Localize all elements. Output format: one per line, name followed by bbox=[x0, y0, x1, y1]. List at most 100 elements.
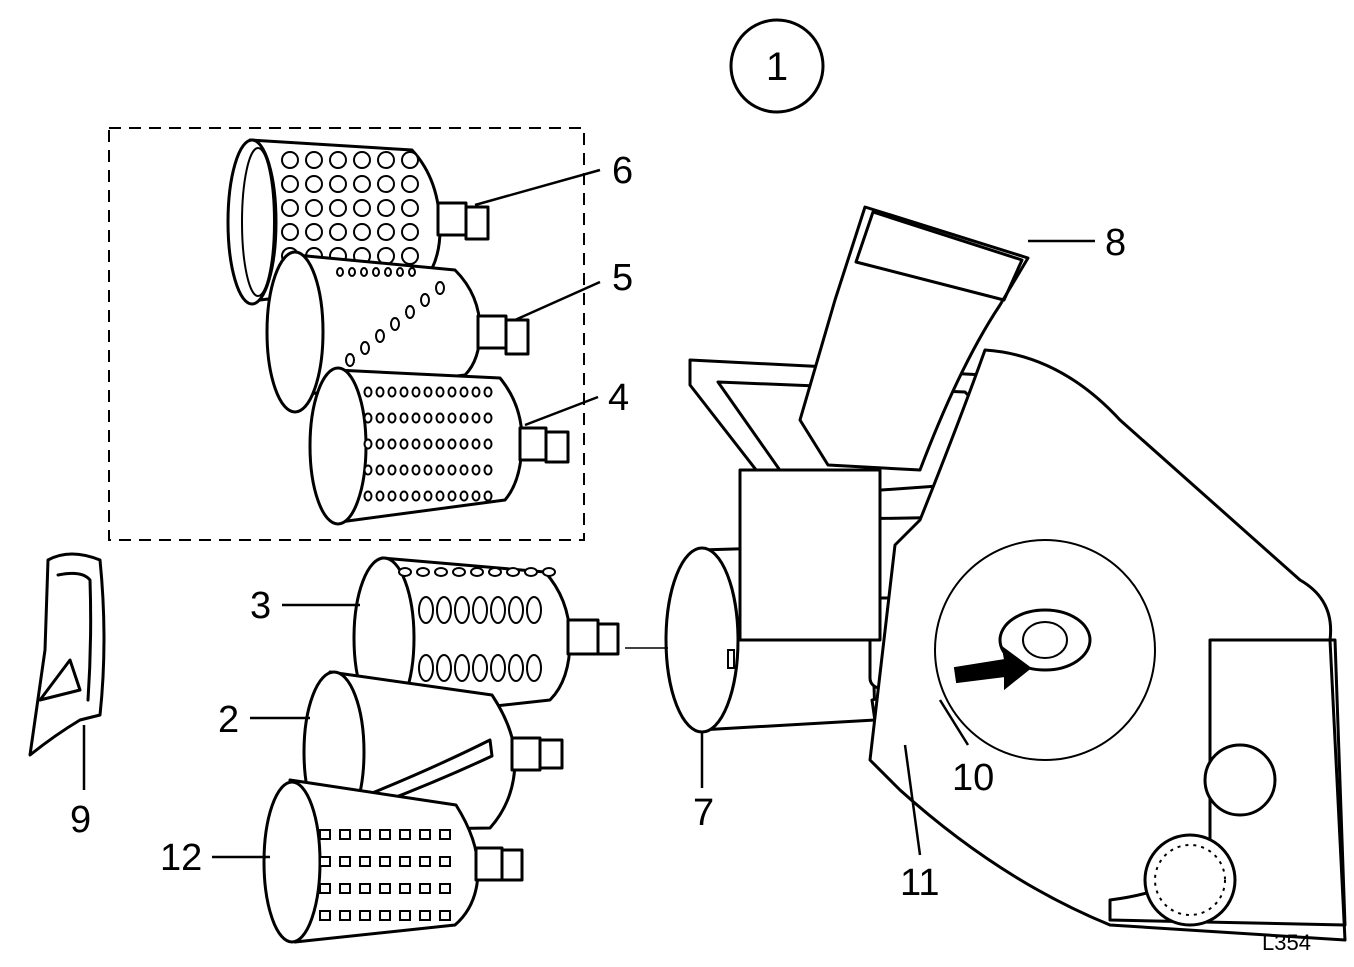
drum-hole bbox=[359, 910, 371, 921]
drum-hole bbox=[439, 829, 451, 840]
callout-11: 11 bbox=[900, 862, 939, 904]
drum-hole bbox=[281, 151, 299, 169]
drum-hole bbox=[471, 438, 481, 450]
drum-hole bbox=[401, 247, 419, 265]
drum-hole bbox=[459, 438, 469, 450]
callout-numbers: 6 5 4 3 2 12 9 7 8 10 11 L354 bbox=[70, 150, 1311, 955]
drum-hole bbox=[359, 856, 371, 867]
drum-hole bbox=[408, 267, 416, 277]
figure-number: 1 bbox=[766, 45, 788, 89]
drum-hole bbox=[329, 199, 347, 217]
drum-hole bbox=[281, 199, 299, 217]
drum-hole bbox=[419, 856, 431, 867]
drum-hole bbox=[472, 596, 488, 624]
drum-hole bbox=[435, 386, 445, 398]
drum-hole bbox=[375, 412, 385, 424]
drum-hole bbox=[411, 412, 421, 424]
drum-hole bbox=[483, 386, 493, 398]
drum-hole bbox=[436, 596, 452, 624]
drum-hole bbox=[452, 567, 466, 577]
drum-hole bbox=[472, 654, 488, 682]
drum-hole bbox=[399, 386, 409, 398]
drum-hole bbox=[377, 223, 395, 241]
drum-6-coarse-holes bbox=[226, 138, 490, 306]
drum-hole bbox=[423, 490, 433, 502]
drum-hole bbox=[435, 281, 445, 295]
mixer-body bbox=[868, 348, 1347, 942]
drum-hole bbox=[419, 910, 431, 921]
drum-hole bbox=[379, 856, 391, 867]
drum-hole bbox=[447, 438, 457, 450]
drum-hole bbox=[423, 438, 433, 450]
drum-hole bbox=[379, 829, 391, 840]
drum-hole bbox=[508, 596, 524, 624]
drum-hole bbox=[305, 223, 323, 241]
callout-10: 10 bbox=[952, 757, 994, 799]
drum-hole bbox=[439, 856, 451, 867]
drum-hole bbox=[508, 654, 524, 682]
drum-hole bbox=[387, 438, 397, 450]
drum-hole bbox=[339, 883, 351, 894]
drum-hole bbox=[411, 490, 421, 502]
drum-hole bbox=[319, 856, 331, 867]
drum-hole bbox=[411, 464, 421, 476]
drum-hole bbox=[526, 654, 542, 682]
drum-hole bbox=[387, 464, 397, 476]
callout-leader-lines bbox=[82, 168, 1095, 859]
drum-hole bbox=[398, 567, 412, 577]
drum-hole bbox=[399, 438, 409, 450]
drum-hole bbox=[360, 341, 370, 355]
drum-hole bbox=[459, 386, 469, 398]
drum-hole bbox=[377, 151, 395, 169]
drum-hole bbox=[329, 175, 347, 193]
drum-hole bbox=[459, 412, 469, 424]
drum-hole bbox=[345, 353, 355, 367]
drum-hole bbox=[483, 412, 493, 424]
drum-hole bbox=[401, 151, 419, 169]
drum-hole bbox=[379, 883, 391, 894]
drum-hole bbox=[490, 654, 506, 682]
drum-hole bbox=[420, 293, 430, 307]
drum-hole bbox=[401, 175, 419, 193]
callout-5: 5 bbox=[612, 257, 633, 299]
drum-hole bbox=[319, 829, 331, 840]
drum-hole bbox=[418, 596, 434, 624]
drum-hole bbox=[353, 151, 371, 169]
drum-hole bbox=[384, 267, 392, 277]
drum-hole bbox=[401, 199, 419, 217]
drum-hole bbox=[526, 596, 542, 624]
drum-hole bbox=[435, 438, 445, 450]
drum-hole bbox=[377, 199, 395, 217]
drum-hole bbox=[353, 199, 371, 217]
drum-hole bbox=[542, 567, 556, 577]
drum-hole bbox=[336, 267, 344, 277]
reference-code: L354 bbox=[1262, 930, 1311, 955]
drum-hole bbox=[399, 490, 409, 502]
figure-number-badge: 1 bbox=[729, 18, 825, 114]
drum-hole bbox=[387, 412, 397, 424]
part-8-food-pusher bbox=[798, 205, 1030, 472]
drum-hole bbox=[471, 490, 481, 502]
drum-hole bbox=[339, 856, 351, 867]
drum-hole bbox=[399, 829, 411, 840]
drum-hole bbox=[399, 412, 409, 424]
drum-hole bbox=[353, 223, 371, 241]
drum-hole bbox=[524, 567, 538, 577]
drum-hole bbox=[363, 464, 373, 476]
drum-hole bbox=[329, 151, 347, 169]
callout-12: 12 bbox=[160, 837, 202, 879]
drum-hole bbox=[377, 175, 395, 193]
drum-hole bbox=[423, 412, 433, 424]
drum-hole bbox=[416, 567, 430, 577]
drum-hole bbox=[399, 464, 409, 476]
drum-hole bbox=[319, 910, 331, 921]
callout-2: 2 bbox=[218, 699, 239, 741]
drum-hole bbox=[363, 412, 373, 424]
drum-hole bbox=[471, 412, 481, 424]
drum-hole bbox=[399, 910, 411, 921]
callout-8: 8 bbox=[1105, 222, 1126, 264]
drum-hole bbox=[281, 175, 299, 193]
drum-hole bbox=[339, 910, 351, 921]
drum-hole bbox=[447, 386, 457, 398]
